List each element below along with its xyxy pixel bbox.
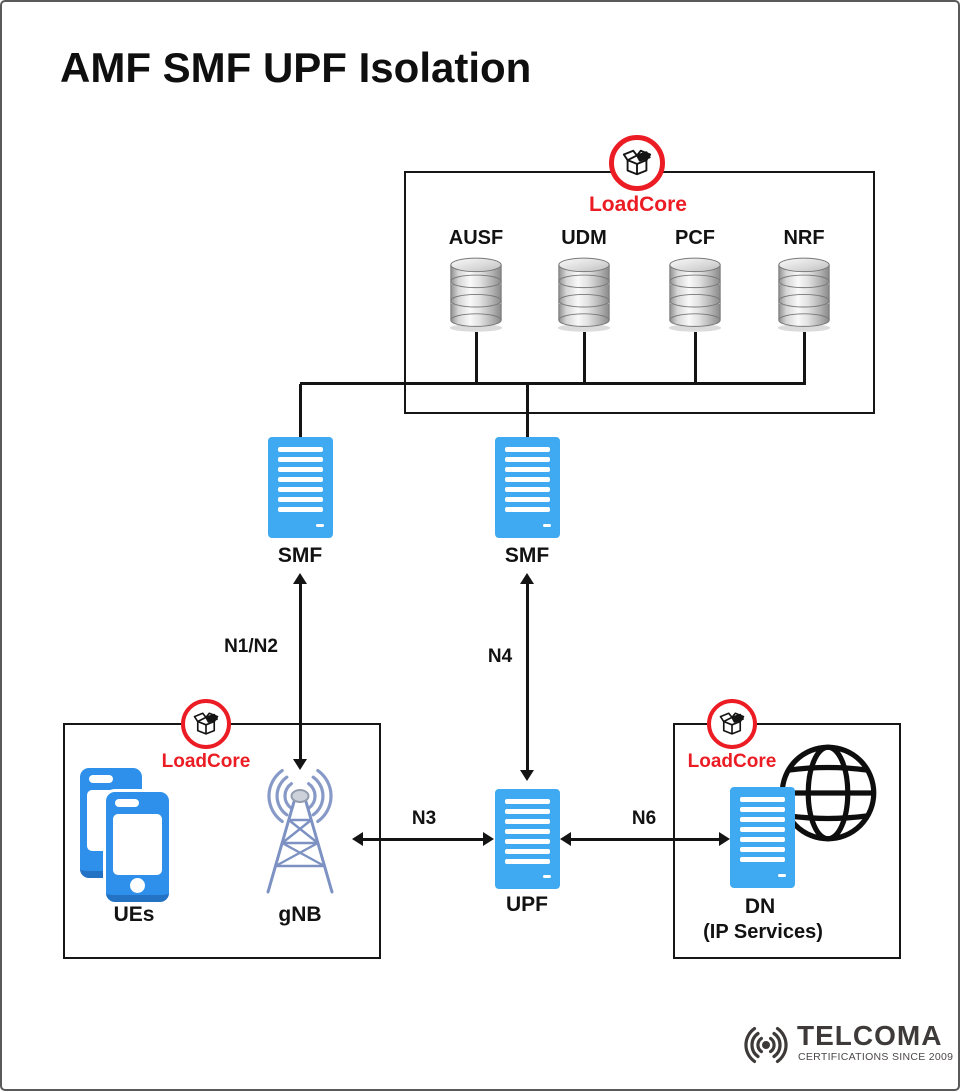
n6-arrow-line <box>570 838 720 841</box>
n3-link-label: N3 <box>411 808 437 829</box>
ausf-label: AUSF <box>448 227 504 249</box>
n6-link-label: N6 <box>631 808 657 829</box>
dn-server-icon <box>730 787 795 888</box>
signal-icon <box>744 1027 788 1063</box>
smf-left-label: SMF <box>277 544 323 567</box>
loadcore-badge <box>707 699 757 749</box>
open-box-icon <box>193 712 219 735</box>
wire-bus <box>300 382 806 385</box>
ues-label: UEs <box>113 903 155 926</box>
loadcore-label: LoadCore <box>687 751 777 772</box>
wire-nrf-drop <box>803 332 806 384</box>
n4-arrowhead-down <box>520 770 534 781</box>
footer-brand: TELCOMA <box>797 1020 943 1051</box>
dn-box <box>673 723 901 959</box>
smf-right-server-icon <box>495 437 560 538</box>
open-box-icon <box>719 712 745 735</box>
gnb-label: gNB <box>278 903 322 926</box>
wire-udm-drop <box>583 332 586 384</box>
smf-right-label: SMF <box>504 544 550 567</box>
wire-drop-smf-right <box>526 384 529 437</box>
loadcore-label: LoadCore <box>588 193 687 216</box>
n3-arrowhead-left <box>352 832 363 846</box>
open-box-icon <box>622 149 652 176</box>
database-icon <box>449 257 503 332</box>
n4-arrow-line <box>526 583 529 771</box>
gnb-antenna-icon <box>266 769 334 894</box>
n4-arrowhead-up <box>520 573 534 584</box>
loadcore-badge <box>181 699 231 749</box>
wire-drop-smf-left <box>299 384 302 437</box>
n6-arrowhead-right <box>719 832 730 846</box>
page-title: AMF SMF UPF Isolation <box>60 44 532 91</box>
n1n2-arrowhead-down <box>293 759 307 770</box>
wire-pcf-drop <box>694 332 697 384</box>
database-icon <box>777 257 831 332</box>
n3-arrow-line <box>362 838 484 841</box>
n6-arrowhead-left <box>560 832 571 846</box>
pcf-label: PCF <box>675 227 715 249</box>
udm-label: UDM <box>561 227 607 249</box>
upf-server-icon <box>495 789 560 889</box>
upf-label: UPF <box>506 893 548 916</box>
n1n2-link-label: N1/N2 <box>224 636 278 657</box>
loadcore-label: LoadCore <box>161 751 251 772</box>
dn-sublabel: (IP Services) <box>703 921 823 943</box>
footer-tagline: CERTIFICATIONS SINCE 2009 <box>798 1051 954 1063</box>
n1n2-arrow-line <box>299 583 302 760</box>
dn-label: DN <box>744 895 776 918</box>
nrf-label: NRF <box>783 227 825 249</box>
n4-link-label: N4 <box>487 646 513 667</box>
wire-ausf-drop <box>475 332 478 384</box>
database-icon <box>668 257 722 332</box>
smf-left-server-icon <box>268 437 333 538</box>
n1n2-arrowhead-up <box>293 573 307 584</box>
database-icon <box>557 257 611 332</box>
smartphone-icon <box>106 792 169 902</box>
n3-arrowhead-right <box>483 832 494 846</box>
loadcore-badge <box>609 135 665 191</box>
ues-icon <box>80 768 210 903</box>
